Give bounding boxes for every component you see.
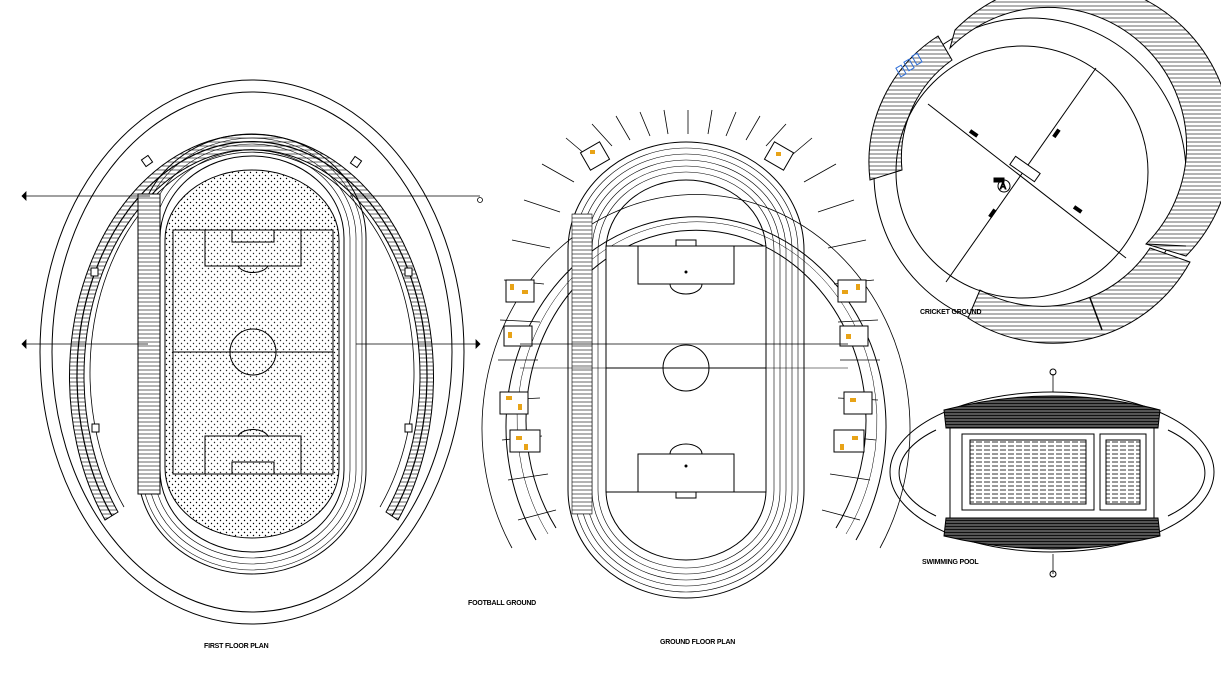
pitch-axis-2 bbox=[945, 67, 1097, 283]
first-floor-plan bbox=[21, 79, 483, 625]
main-pool bbox=[969, 439, 1087, 505]
football-ground-label: FOOTBALL GROUND bbox=[468, 600, 536, 607]
swimming-pool bbox=[889, 368, 1215, 578]
left-rooms bbox=[499, 141, 611, 453]
cricket-ground-label: CRICKET GROUND bbox=[920, 309, 982, 316]
first-floor-plan-label: FIRST FLOOR PLAN bbox=[204, 643, 269, 650]
pool-seating-top bbox=[943, 395, 1161, 429]
running-track bbox=[159, 155, 345, 553]
cricket-glass-boxes bbox=[895, 52, 923, 78]
first-floor-pitch bbox=[172, 229, 334, 475]
section-marker-label: A bbox=[1000, 181, 1006, 191]
pitch-axis-1 bbox=[927, 103, 1127, 259]
infield bbox=[164, 169, 340, 539]
diving-pool bbox=[1105, 439, 1141, 505]
outer-boundary-ellipse bbox=[39, 79, 465, 625]
stand-band bbox=[69, 133, 434, 521]
pool-outer-ellipse bbox=[889, 391, 1215, 553]
swimming-pool-label: SWIMMING POOL bbox=[922, 559, 979, 566]
outer-boundary-inner-ellipse bbox=[51, 91, 453, 613]
ground-floor-plan-label: GROUND FLOOR PLAN bbox=[660, 639, 735, 646]
cricket-stands bbox=[949, 0, 1221, 257]
ground-floor-plan bbox=[481, 109, 911, 599]
ground-pitch bbox=[605, 239, 767, 499]
cricket-ground: A bbox=[868, 0, 1221, 344]
pool-seating-bottom bbox=[943, 517, 1161, 550]
section-lines bbox=[21, 191, 483, 349]
cricket-field bbox=[895, 45, 1149, 299]
stand-markers bbox=[90, 154, 413, 433]
right-rooms bbox=[763, 141, 873, 453]
